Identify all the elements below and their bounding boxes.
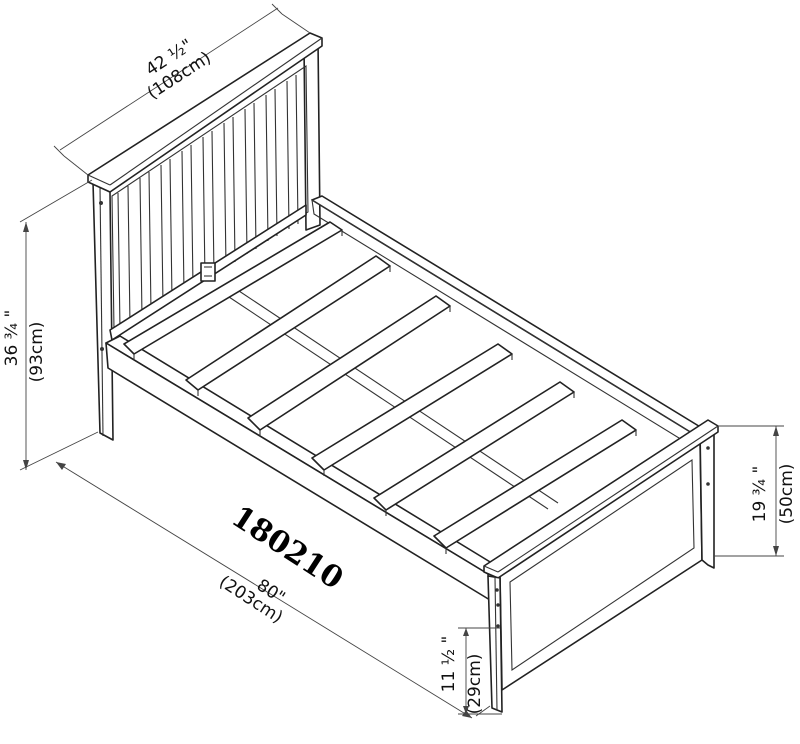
- footboard-height-imperial-label: 19 ¾ ": [750, 466, 770, 523]
- footboard-right-post: [699, 423, 715, 569]
- slat-1: [123, 221, 343, 355]
- right-side-rail-top: [311, 195, 703, 434]
- clearance-metric-label: (29cm): [465, 654, 485, 715]
- footboard: [483, 419, 719, 713]
- rail-bracket: [200, 262, 216, 282]
- headboard-height-metric-label: (93cm): [27, 322, 47, 383]
- headboard-slats: [117, 74, 299, 331]
- footboard-height-metric-label: (50cm): [777, 464, 797, 525]
- slat-2: [185, 255, 391, 391]
- clearance-imperial-label: 11 ½ ": [439, 636, 459, 693]
- dimension-lines: [19, 3, 784, 719]
- footboard-top-rail: [483, 419, 719, 579]
- bed-slats: [123, 221, 637, 554]
- footboard-left-post: [487, 575, 503, 713]
- headboard-height-imperial-label: 36 ¾ ": [2, 310, 22, 367]
